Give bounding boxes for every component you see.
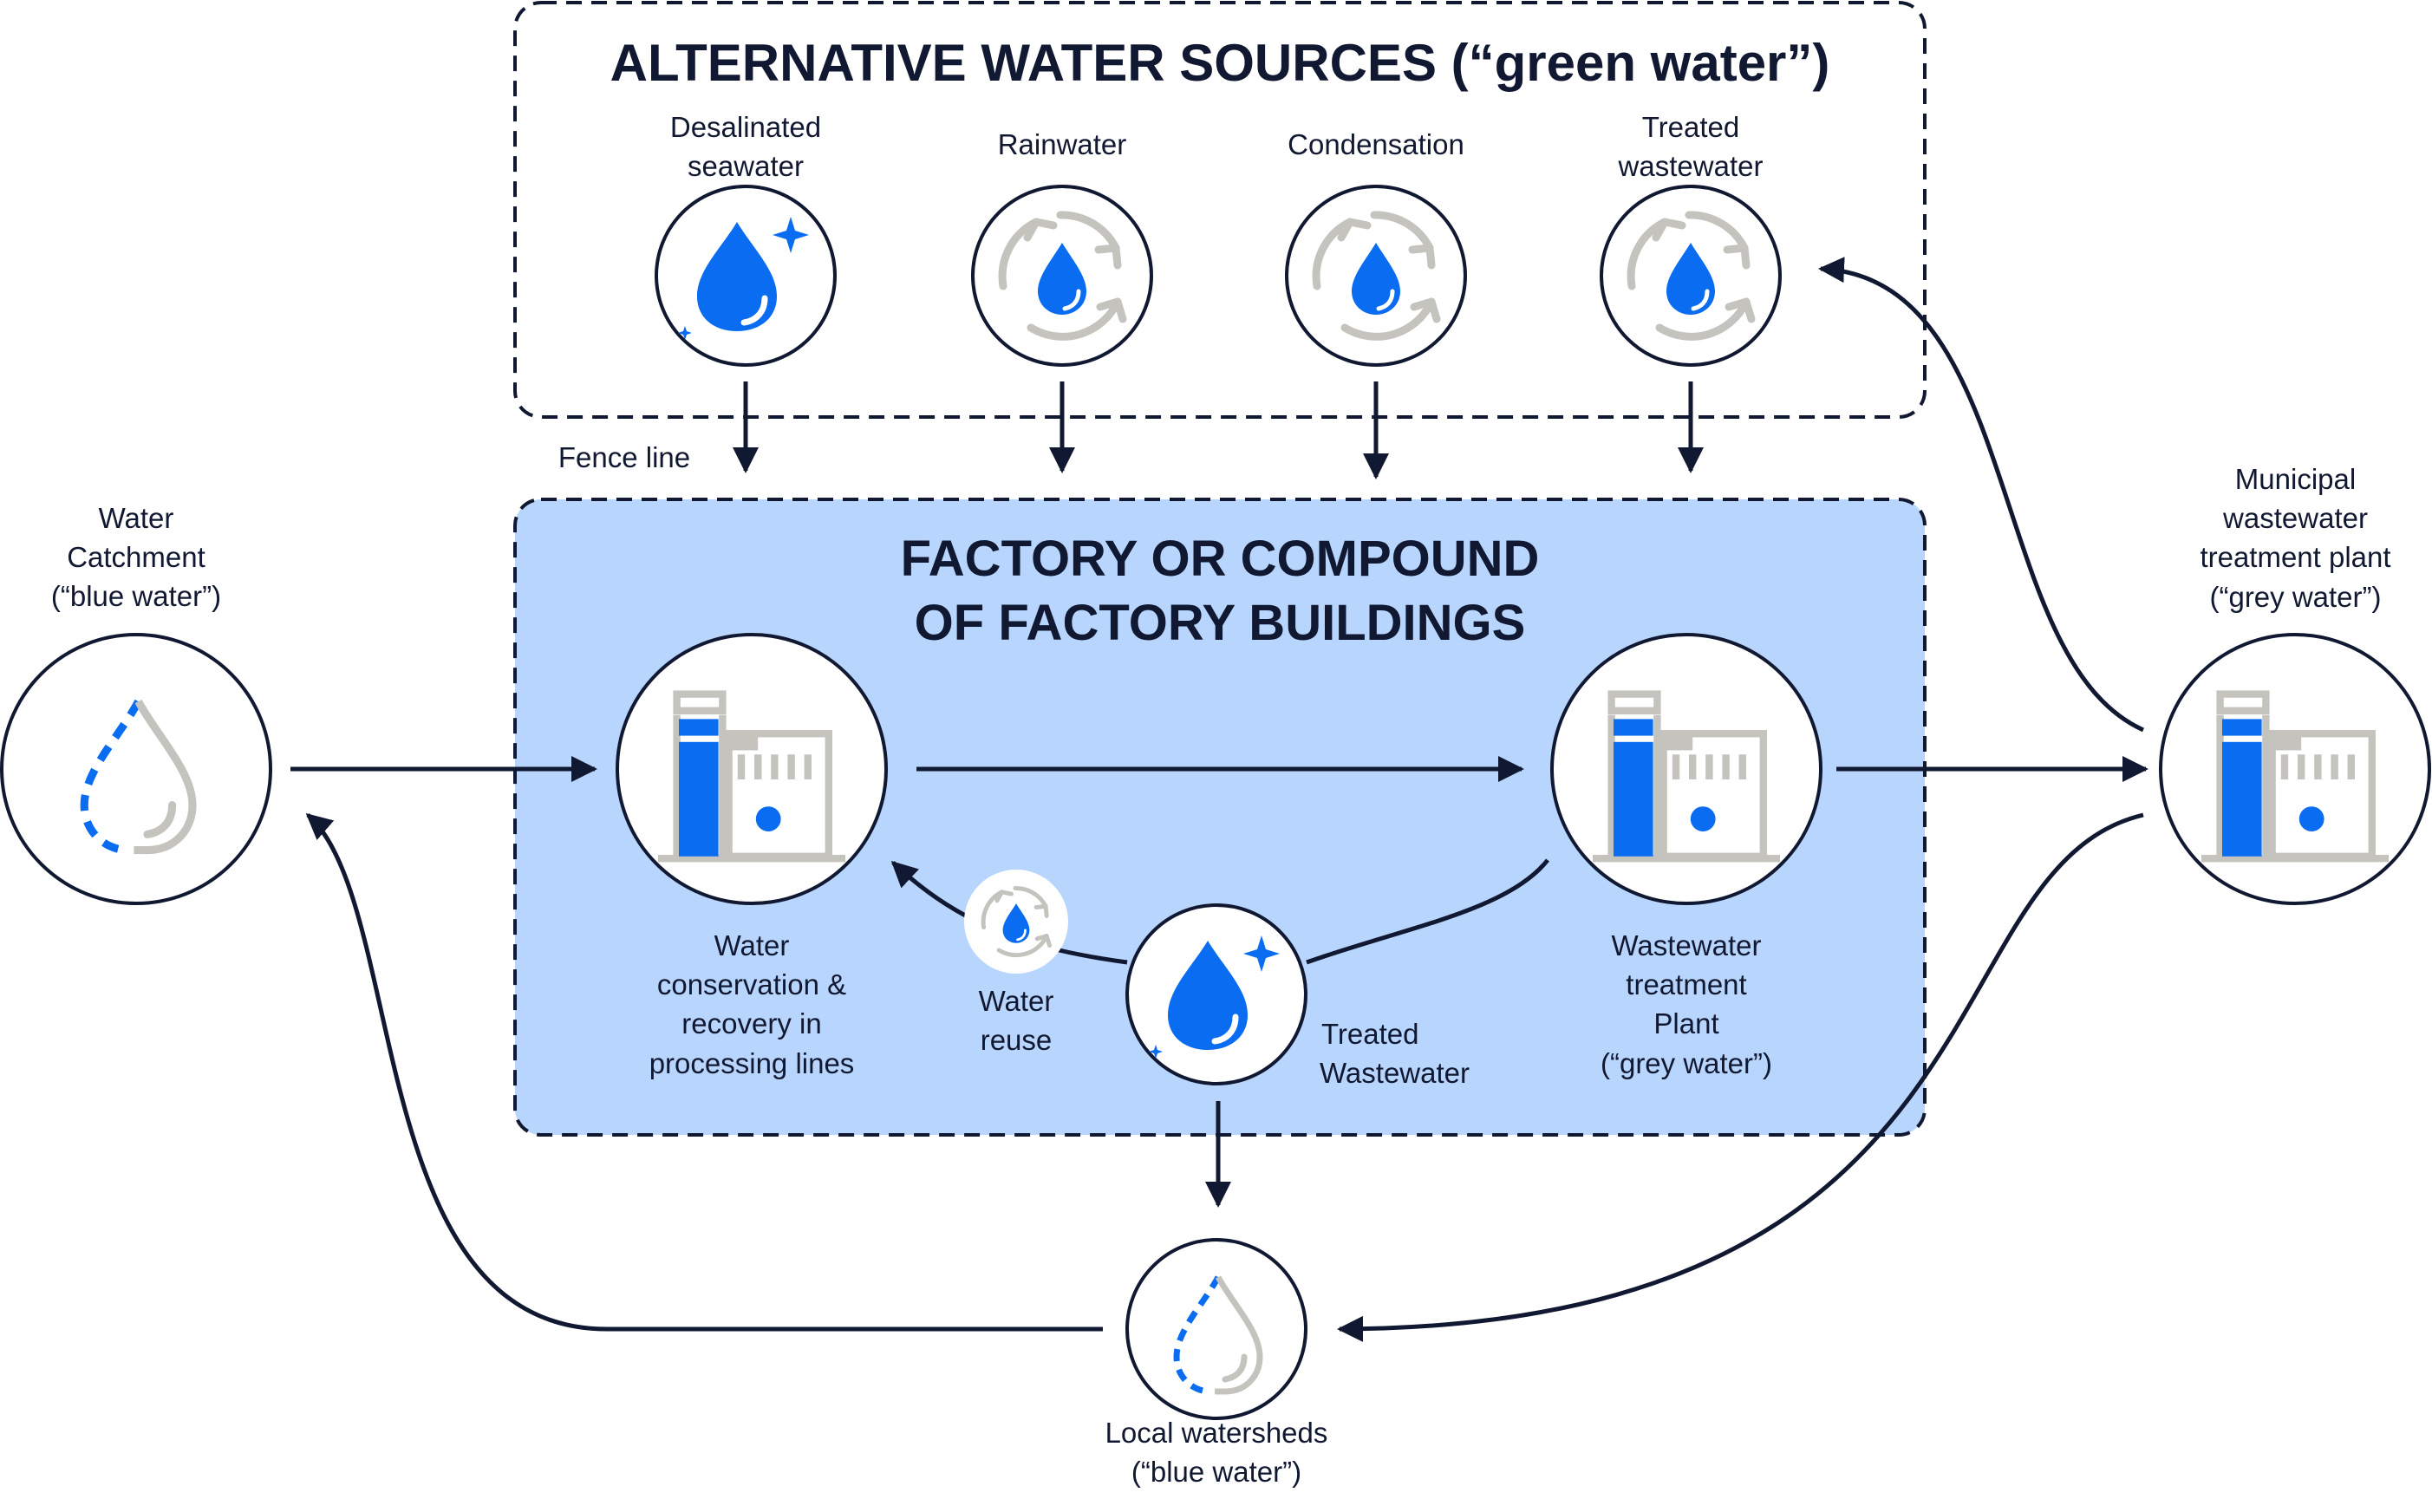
alternative-sources-title: ALTERNATIVE WATER SOURCES (“green water”…	[610, 34, 1830, 92]
rainwater-label: Rainwater	[997, 128, 1127, 160]
wwtp-label: Wastewater treatment Plant (“grey water”…	[1600, 929, 1773, 1079]
factory-title-line-2: OF FACTORY BUILDINGS	[914, 595, 1526, 651]
alternative-sources-box	[513, 1, 1927, 419]
conservation-circle	[616, 633, 888, 905]
fence-line-label: Fence line	[557, 441, 691, 473]
treated-ww-label: Treated Wastewater	[1320, 1018, 1470, 1090]
water-catchment-circle	[0, 633, 272, 905]
municipal-circle	[2159, 633, 2431, 905]
arrow-watersheds-to-catchment	[305, 813, 1103, 1332]
arrow-treated-to-wwtp-curve	[1306, 858, 1549, 965]
factory-title-line-1: FACTORY OR COMPOUND	[900, 531, 1540, 587]
wwtp-circle	[1550, 633, 1822, 905]
water-reuse-label: Water reuse	[978, 985, 1054, 1057]
arrow-municipal-to-treated-ww	[1818, 257, 2145, 733]
factory-title: FACTORY OR COMPOUND OF FACTORY BUILDINGS	[515, 527, 1925, 655]
conservation-label: Water conservation & recovery in process…	[649, 929, 855, 1079]
water-catchment-label: Water Catchment (“blue water”)	[50, 502, 222, 613]
watersheds-label: Local watersheds (“blue water”)	[1105, 1417, 1328, 1489]
watersheds-circle	[1125, 1238, 1307, 1420]
condensation-label: Condensation	[1288, 128, 1464, 160]
arrow-municipal-to-watersheds	[1337, 812, 2144, 1342]
municipal-label: Municipal wastewater treatment plant (“g…	[2200, 463, 2391, 613]
